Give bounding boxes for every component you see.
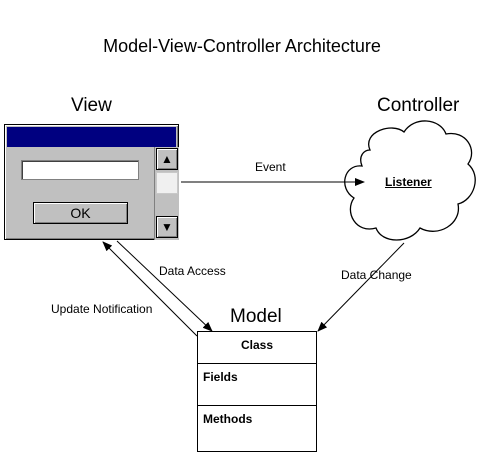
model-class-box: Class Fields Methods — [197, 331, 317, 452]
class-name-section: Class — [198, 332, 316, 364]
triangle-down-icon: ▼ — [161, 220, 173, 234]
class-label: Class — [240, 338, 274, 352]
data-change-arrow — [317, 242, 405, 332]
data-access-label: Data Access — [159, 264, 226, 278]
scroll-up-button[interactable]: ▲ — [156, 148, 178, 170]
model-heading: Model — [230, 306, 282, 327]
update-notification-arrow — [102, 241, 198, 337]
text-field[interactable] — [21, 160, 139, 180]
fields-section: Fields — [198, 364, 316, 406]
view-heading: View — [71, 95, 112, 116]
scroll-down-button[interactable]: ▼ — [156, 216, 178, 238]
fields-label: Fields — [203, 370, 238, 384]
window-titlebar — [7, 127, 176, 147]
event-label: Event — [255, 160, 286, 174]
data-access-arrow — [116, 240, 213, 332]
controller-cloud — [344, 120, 476, 241]
methods-label: Methods — [203, 412, 253, 426]
update-notification-label: Update Notification — [51, 302, 153, 316]
scroll-thumb[interactable] — [156, 172, 178, 194]
listener-label: Listener — [385, 175, 432, 189]
methods-section: Methods — [198, 406, 316, 452]
diagram-title: Model-View-Controller Architecture — [103, 36, 381, 56]
triangle-up-icon: ▲ — [161, 152, 173, 166]
controller-heading: Controller — [377, 95, 460, 116]
scrollbar[interactable]: ▲ ▼ — [154, 147, 179, 240]
data-change-label: Data Change — [341, 268, 412, 282]
ok-button[interactable]: OK — [33, 202, 128, 224]
view-window: OK ▲ ▼ — [4, 124, 179, 240]
